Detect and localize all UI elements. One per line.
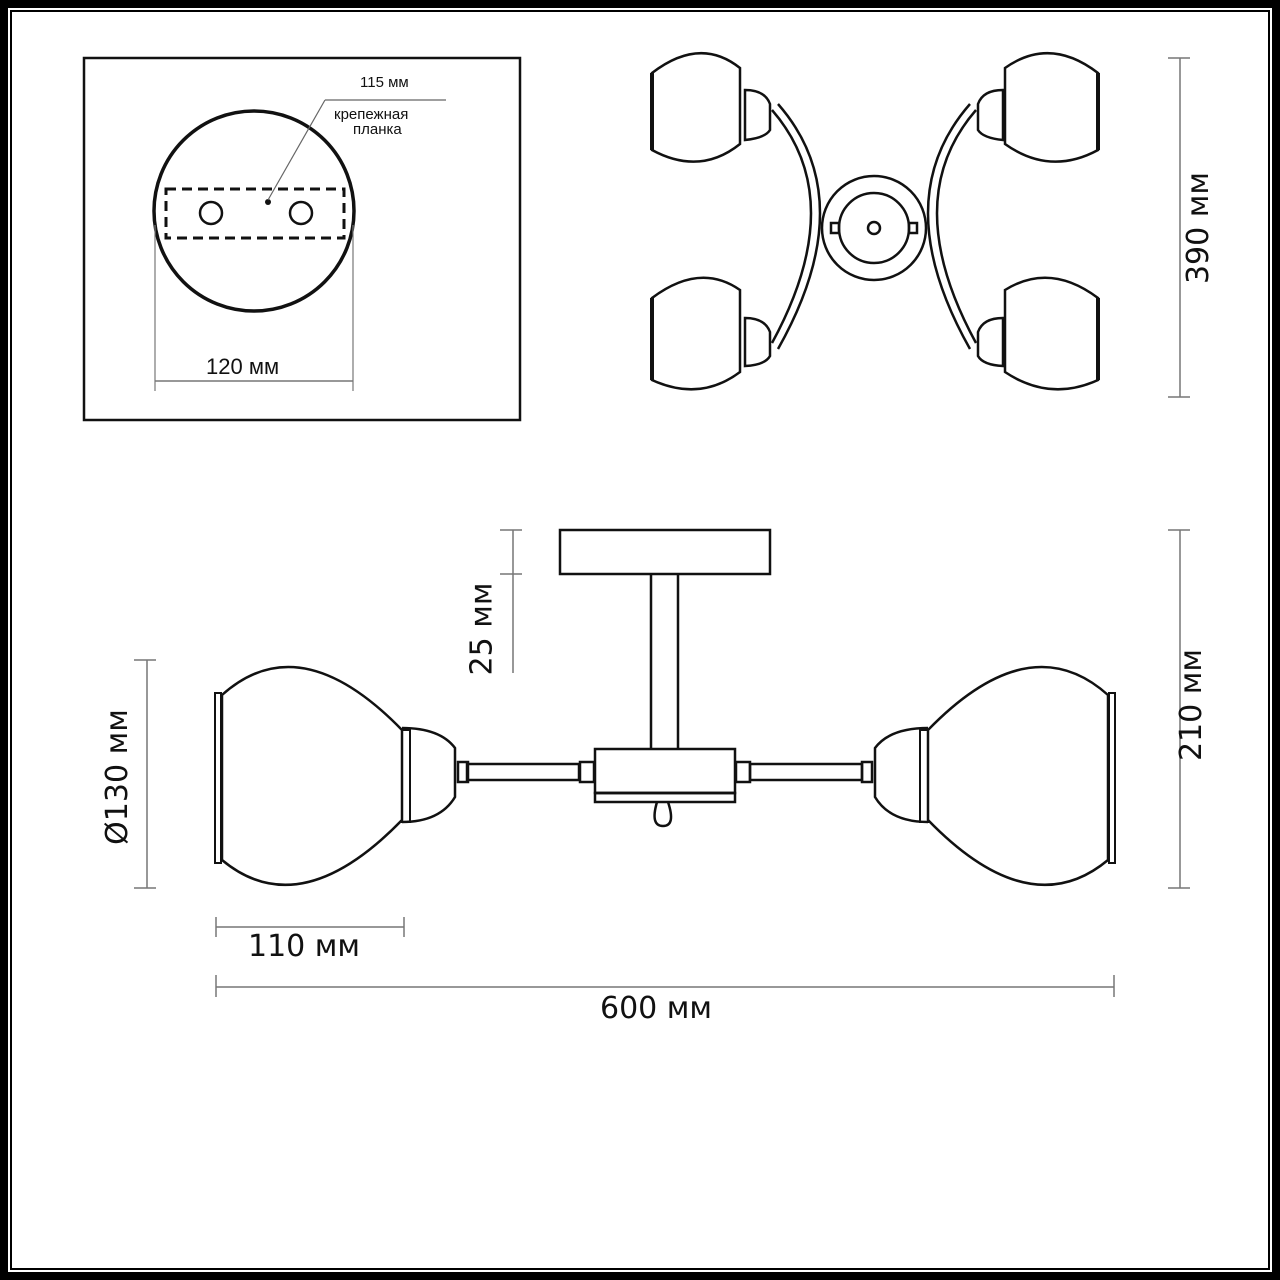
mount-detail-box	[82, 56, 522, 422]
mounting-plate	[164, 187, 346, 240]
plate-caption-line1: крепежная	[334, 106, 409, 123]
hub-block	[593, 747, 737, 795]
plate-caption-line2: планка	[353, 121, 402, 138]
plate-width-label: 115 мм	[360, 74, 409, 91]
canopy-circle	[152, 109, 356, 313]
top-view	[650, 51, 1100, 391]
screw-hole-right	[288, 200, 314, 226]
plate-center-dot	[265, 199, 271, 205]
shade-length-label: 110 мм	[248, 929, 361, 964]
side-view	[214, 528, 1116, 887]
leader-line	[267, 99, 326, 201]
height-label: 210 мм	[1174, 648, 1210, 762]
total-width-label: 600 мм	[600, 991, 713, 1026]
canopy-side	[558, 528, 772, 576]
canopy-height-label: 25 мм	[464, 582, 500, 676]
depth-label: 390 мм	[1181, 171, 1217, 285]
shade-diameter-label: Ø130 мм	[99, 709, 135, 845]
screw-hole-left	[198, 200, 224, 226]
inner-border	[10, 10, 1270, 1270]
canopy-diameter-label: 120 мм	[206, 354, 280, 379]
